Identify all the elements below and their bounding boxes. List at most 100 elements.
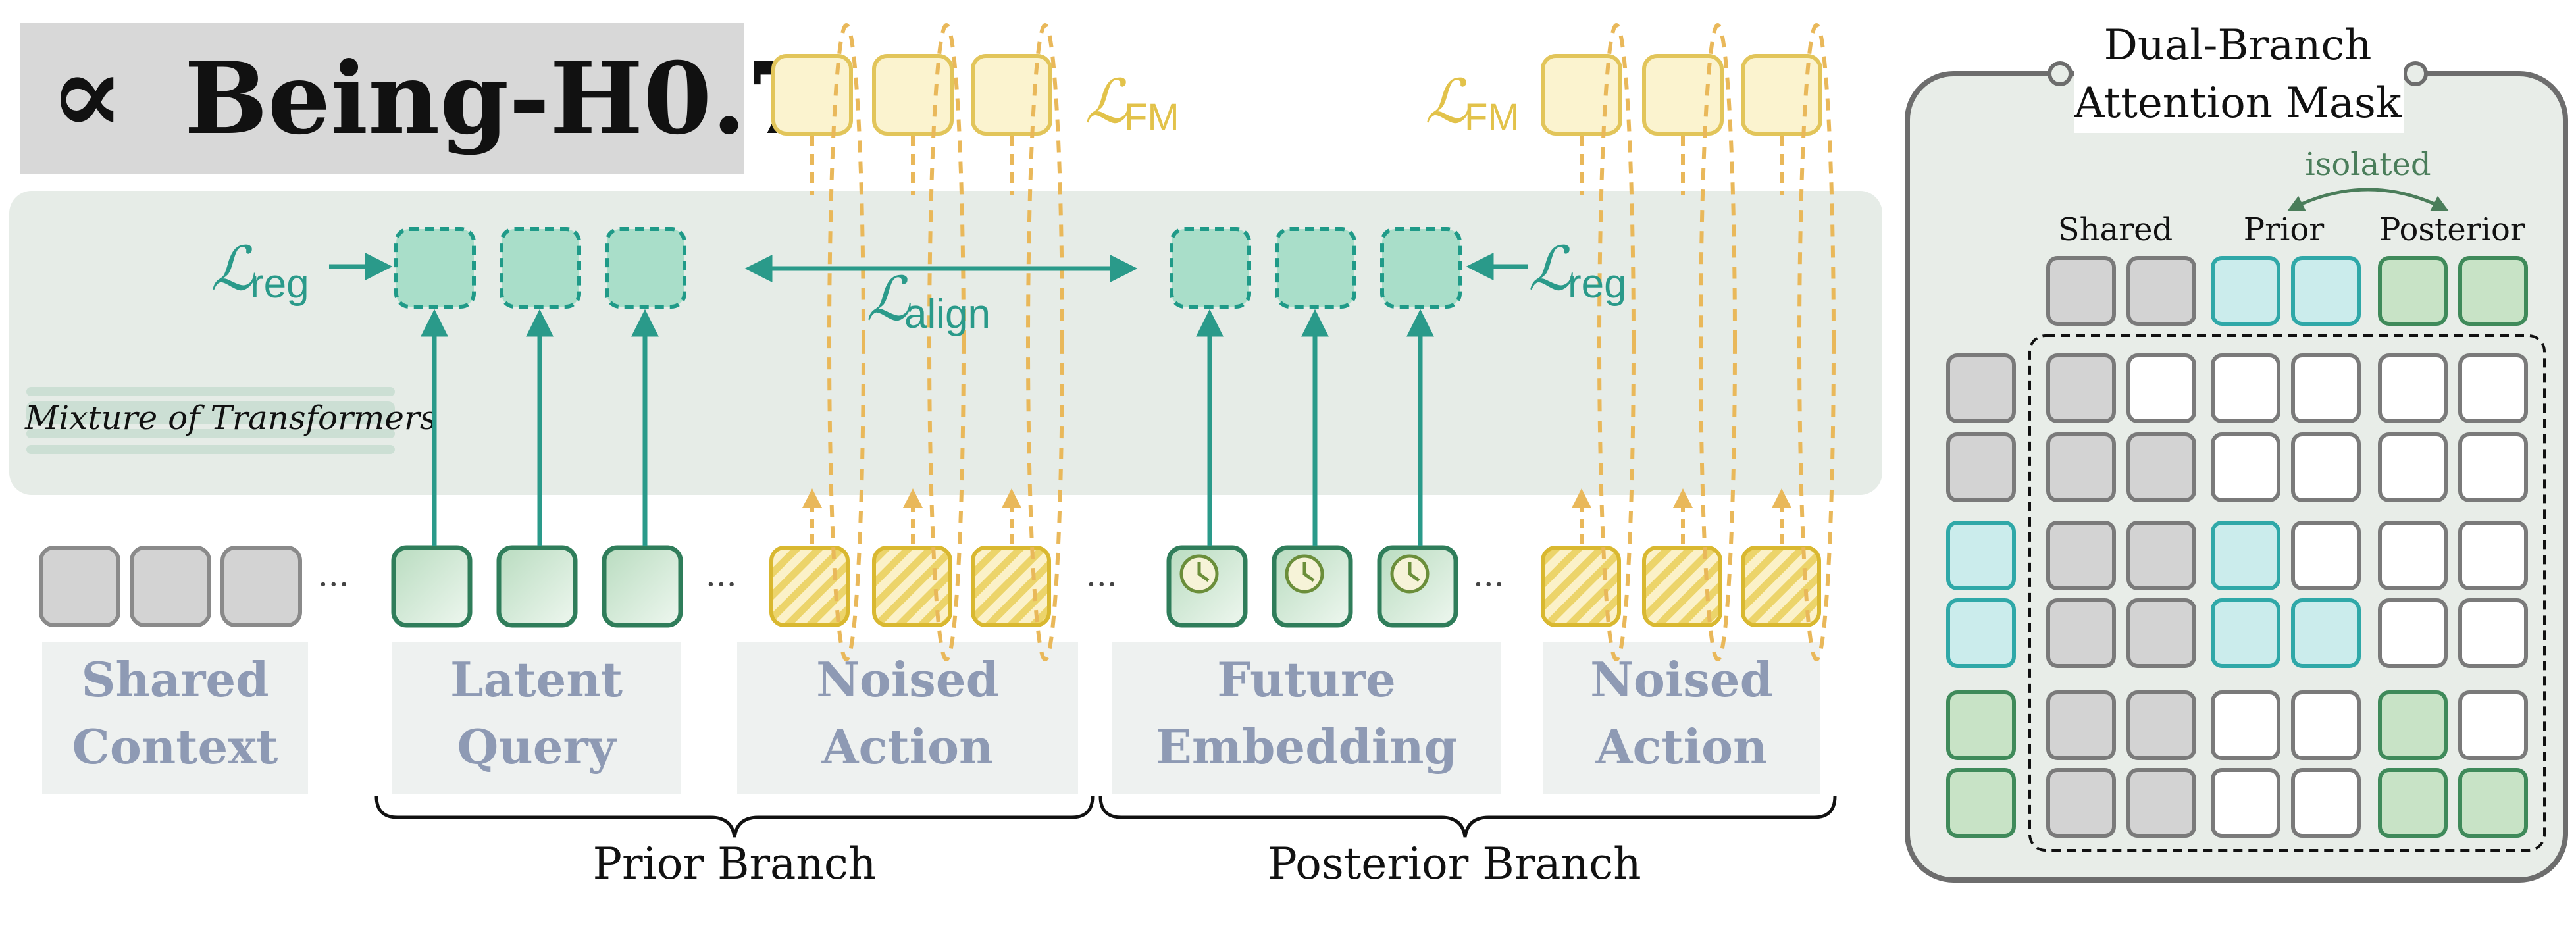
mask-cell [2378, 521, 2448, 590]
mask-row-key [1946, 690, 2016, 760]
svg-text:Latent: Latent [450, 652, 623, 707]
mask-cell [2211, 768, 2280, 838]
mask-row-key [1946, 432, 2016, 502]
mask-cell [2378, 768, 2448, 838]
mask-cell [2211, 598, 2280, 668]
mask-cell [2378, 432, 2448, 502]
mask-cell [2126, 432, 2196, 502]
svg-text:Query: Query [457, 719, 617, 775]
title-block: ∝ Being-H0.7 [20, 23, 815, 174]
clock-icon [1390, 554, 1430, 594]
mask-cell [2126, 598, 2196, 668]
mask-cell [2291, 768, 2361, 838]
posterior-output-token [1380, 227, 1462, 309]
prior-output-token [500, 227, 581, 309]
svg-text:FM: FM [1464, 96, 1520, 139]
mask-dashed-border [2028, 334, 2546, 852]
svg-text:Shared: Shared [81, 652, 269, 707]
svg-text:Future: Future [1217, 652, 1396, 707]
prior-branch-label: Prior Branch [593, 838, 877, 889]
mask-cell [2378, 598, 2448, 668]
future-embedding-token [1166, 545, 1248, 628]
mask-cell [2291, 432, 2361, 502]
mask-cell [2126, 690, 2196, 760]
svg-text:ℒ: ℒ [866, 264, 911, 334]
mask-cell [2211, 521, 2280, 590]
mask-cell [2378, 690, 2448, 760]
mask-cell [2291, 690, 2361, 760]
posterior-noised-action-tokens [1541, 546, 1821, 627]
latent-query-label: Latent Query [392, 642, 681, 794]
ellipsis: ··· [706, 565, 737, 604]
mask-cell [2458, 690, 2528, 760]
ellipsis: ··· [1473, 565, 1505, 604]
mask-row-key [1946, 521, 2016, 590]
latent-query-token [602, 545, 683, 628]
noised-action-token [1741, 546, 1821, 627]
future-embedding-tokens [1166, 545, 1458, 628]
fm-target-token [1741, 54, 1822, 136]
ellipsis: ··· [318, 565, 349, 604]
future-embedding-token [1377, 545, 1458, 628]
fm-target-tokens-posterior [1541, 54, 1822, 136]
shared-token [220, 546, 302, 627]
posterior-noised-action-label: Noised Action [1543, 642, 1820, 794]
latent-query-token [496, 545, 578, 628]
mask-title-line2: Attention Mask [2073, 79, 2402, 128]
svg-text:Noised: Noised [1590, 652, 1773, 707]
svg-text:Action: Action [821, 719, 994, 775]
clock-icon [1179, 554, 1219, 594]
panel-pin-left [2048, 61, 2073, 86]
col-header-prior: Prior [2244, 211, 2324, 248]
mask-column-key [2046, 256, 2116, 326]
prior-branch-brace [374, 796, 1095, 838]
mask-column-key [2211, 256, 2280, 326]
future-embedding-token [1272, 545, 1353, 628]
svg-text:reg: reg [250, 261, 309, 307]
shared-context-tokens [39, 546, 302, 627]
latent-query-token [391, 545, 473, 628]
moT-label: Mixture of Transformers [24, 399, 437, 437]
mask-column-keys [2046, 256, 2528, 326]
col-header-posterior: Posterior [2379, 211, 2525, 248]
svg-text:reg: reg [1568, 261, 1627, 307]
mask-cell [2211, 432, 2280, 502]
svg-text:ℒ: ℒ [1528, 234, 1573, 304]
mask-matrix [2046, 353, 2528, 838]
action-dashed-arrows [802, 488, 1791, 544]
fm-dashed-ellipses [827, 23, 1836, 661]
logo-symbol: ∝ [49, 28, 124, 160]
mask-cell [2046, 432, 2116, 502]
svg-text:ℒ: ℒ [1085, 66, 1129, 137]
mask-cell [2458, 432, 2528, 502]
mask-cell [2046, 598, 2116, 668]
prior-noised-action-tokens [769, 546, 1051, 627]
fm-dashed-links [810, 136, 1784, 195]
mask-cell [2291, 353, 2361, 423]
reg-loss-right: ℒ reg [1528, 234, 1627, 307]
svg-text:ℒ: ℒ [211, 234, 255, 304]
align-loss: ℒ align [866, 264, 991, 337]
noised-action-token [1642, 546, 1722, 627]
posterior-branch-label: Posterior Branch [1268, 838, 1641, 889]
mask-cell [2211, 690, 2280, 760]
isolated-arrow [2287, 188, 2449, 211]
noised-action-token [971, 546, 1051, 627]
mask-column-key [2378, 256, 2448, 326]
moT-decoration [26, 387, 395, 454]
mask-cell [2046, 768, 2116, 838]
mask-row-keys [1946, 353, 2016, 838]
teal-up-arrows [421, 309, 1434, 546]
fm-target-token [872, 54, 954, 136]
mask-cell [2126, 353, 2196, 423]
svg-text:ℒ: ℒ [1425, 66, 1470, 137]
shared-context-label: Shared Context [42, 642, 308, 794]
isolated-label: isolated [2305, 146, 2431, 183]
mask-cell [2458, 521, 2528, 590]
fm-loss-left: ℒ FM [1085, 66, 1179, 139]
posterior-output-tokens [1170, 227, 1462, 309]
title-text: Being-H0.7 [184, 41, 815, 157]
fm-target-tokens-prior [771, 54, 1052, 136]
shared-token [130, 546, 211, 627]
